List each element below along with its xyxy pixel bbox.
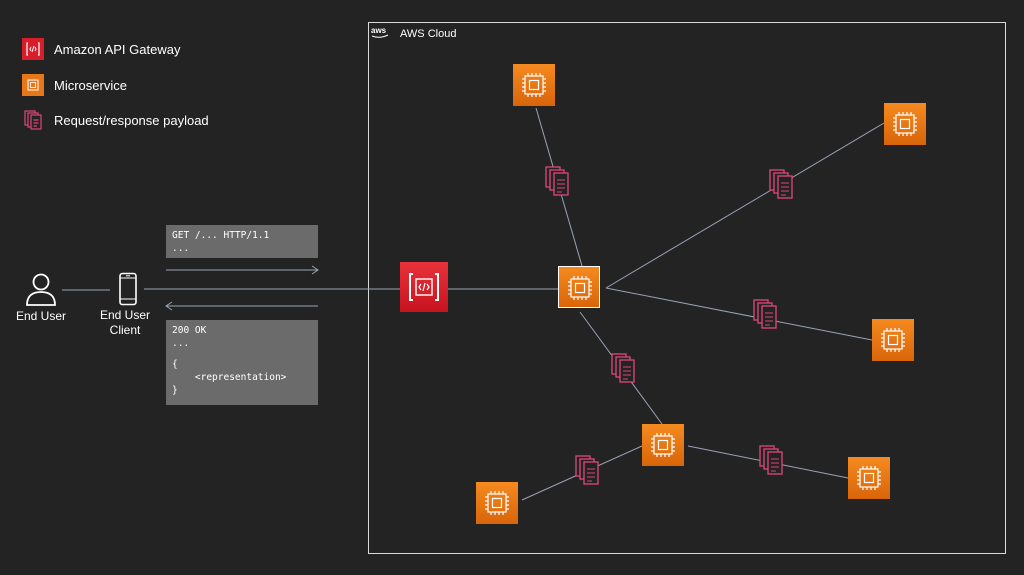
legend-item-microservice: Microservice [22, 72, 127, 98]
response-line: ... [172, 338, 190, 349]
microservice-icon [884, 103, 926, 145]
end-user-label: End User [15, 309, 67, 323]
response-line: } [172, 385, 178, 396]
api-gateway-icon [400, 262, 448, 312]
api-gateway-icon [22, 38, 44, 60]
legend-label: Microservice [54, 77, 127, 93]
end-user-client-label: End User Client [94, 308, 156, 338]
request-code-box: GET /... HTTP/1.1... [166, 225, 318, 258]
response-line: 200 OK [172, 325, 207, 336]
payload-icon [759, 445, 783, 475]
microservice-icon [513, 64, 555, 106]
microservice-icon [476, 482, 518, 524]
client-label-line1: End User [99, 308, 151, 322]
end-user-icon [26, 273, 56, 306]
svg-text:aws: aws [371, 26, 387, 35]
payload-icon [22, 109, 44, 131]
payload-icon [575, 455, 599, 485]
payload-icon [611, 353, 635, 383]
aws-cloud-label: AWS Cloud [400, 28, 457, 40]
payload-icon [769, 169, 793, 199]
legend-item-api-gateway: Amazon API Gateway [22, 36, 180, 62]
microservice-icon [558, 266, 600, 308]
payload-icon [753, 299, 777, 329]
microservice-icon [642, 424, 684, 466]
microservice-icon [848, 457, 890, 499]
aws-logo-icon: aws [370, 24, 392, 40]
mobile-client-icon [119, 272, 137, 306]
aws-cloud-group [368, 22, 1006, 554]
microservice-icon [872, 319, 914, 361]
response-line: { [172, 359, 178, 370]
response-code-box: 200 OK... { <representation>} [166, 320, 318, 405]
microservice-icon [22, 74, 44, 96]
legend-label: Request/response payload [54, 112, 209, 128]
request-line: ... [172, 243, 190, 254]
payload-icon [545, 166, 569, 196]
legend-item-payload: Request/response payload [22, 107, 209, 133]
response-line: <representation> [172, 372, 287, 383]
client-label-line2: Client [109, 323, 141, 337]
request-line: GET /... HTTP/1.1 [172, 230, 270, 241]
legend-label: Amazon API Gateway [54, 41, 181, 57]
